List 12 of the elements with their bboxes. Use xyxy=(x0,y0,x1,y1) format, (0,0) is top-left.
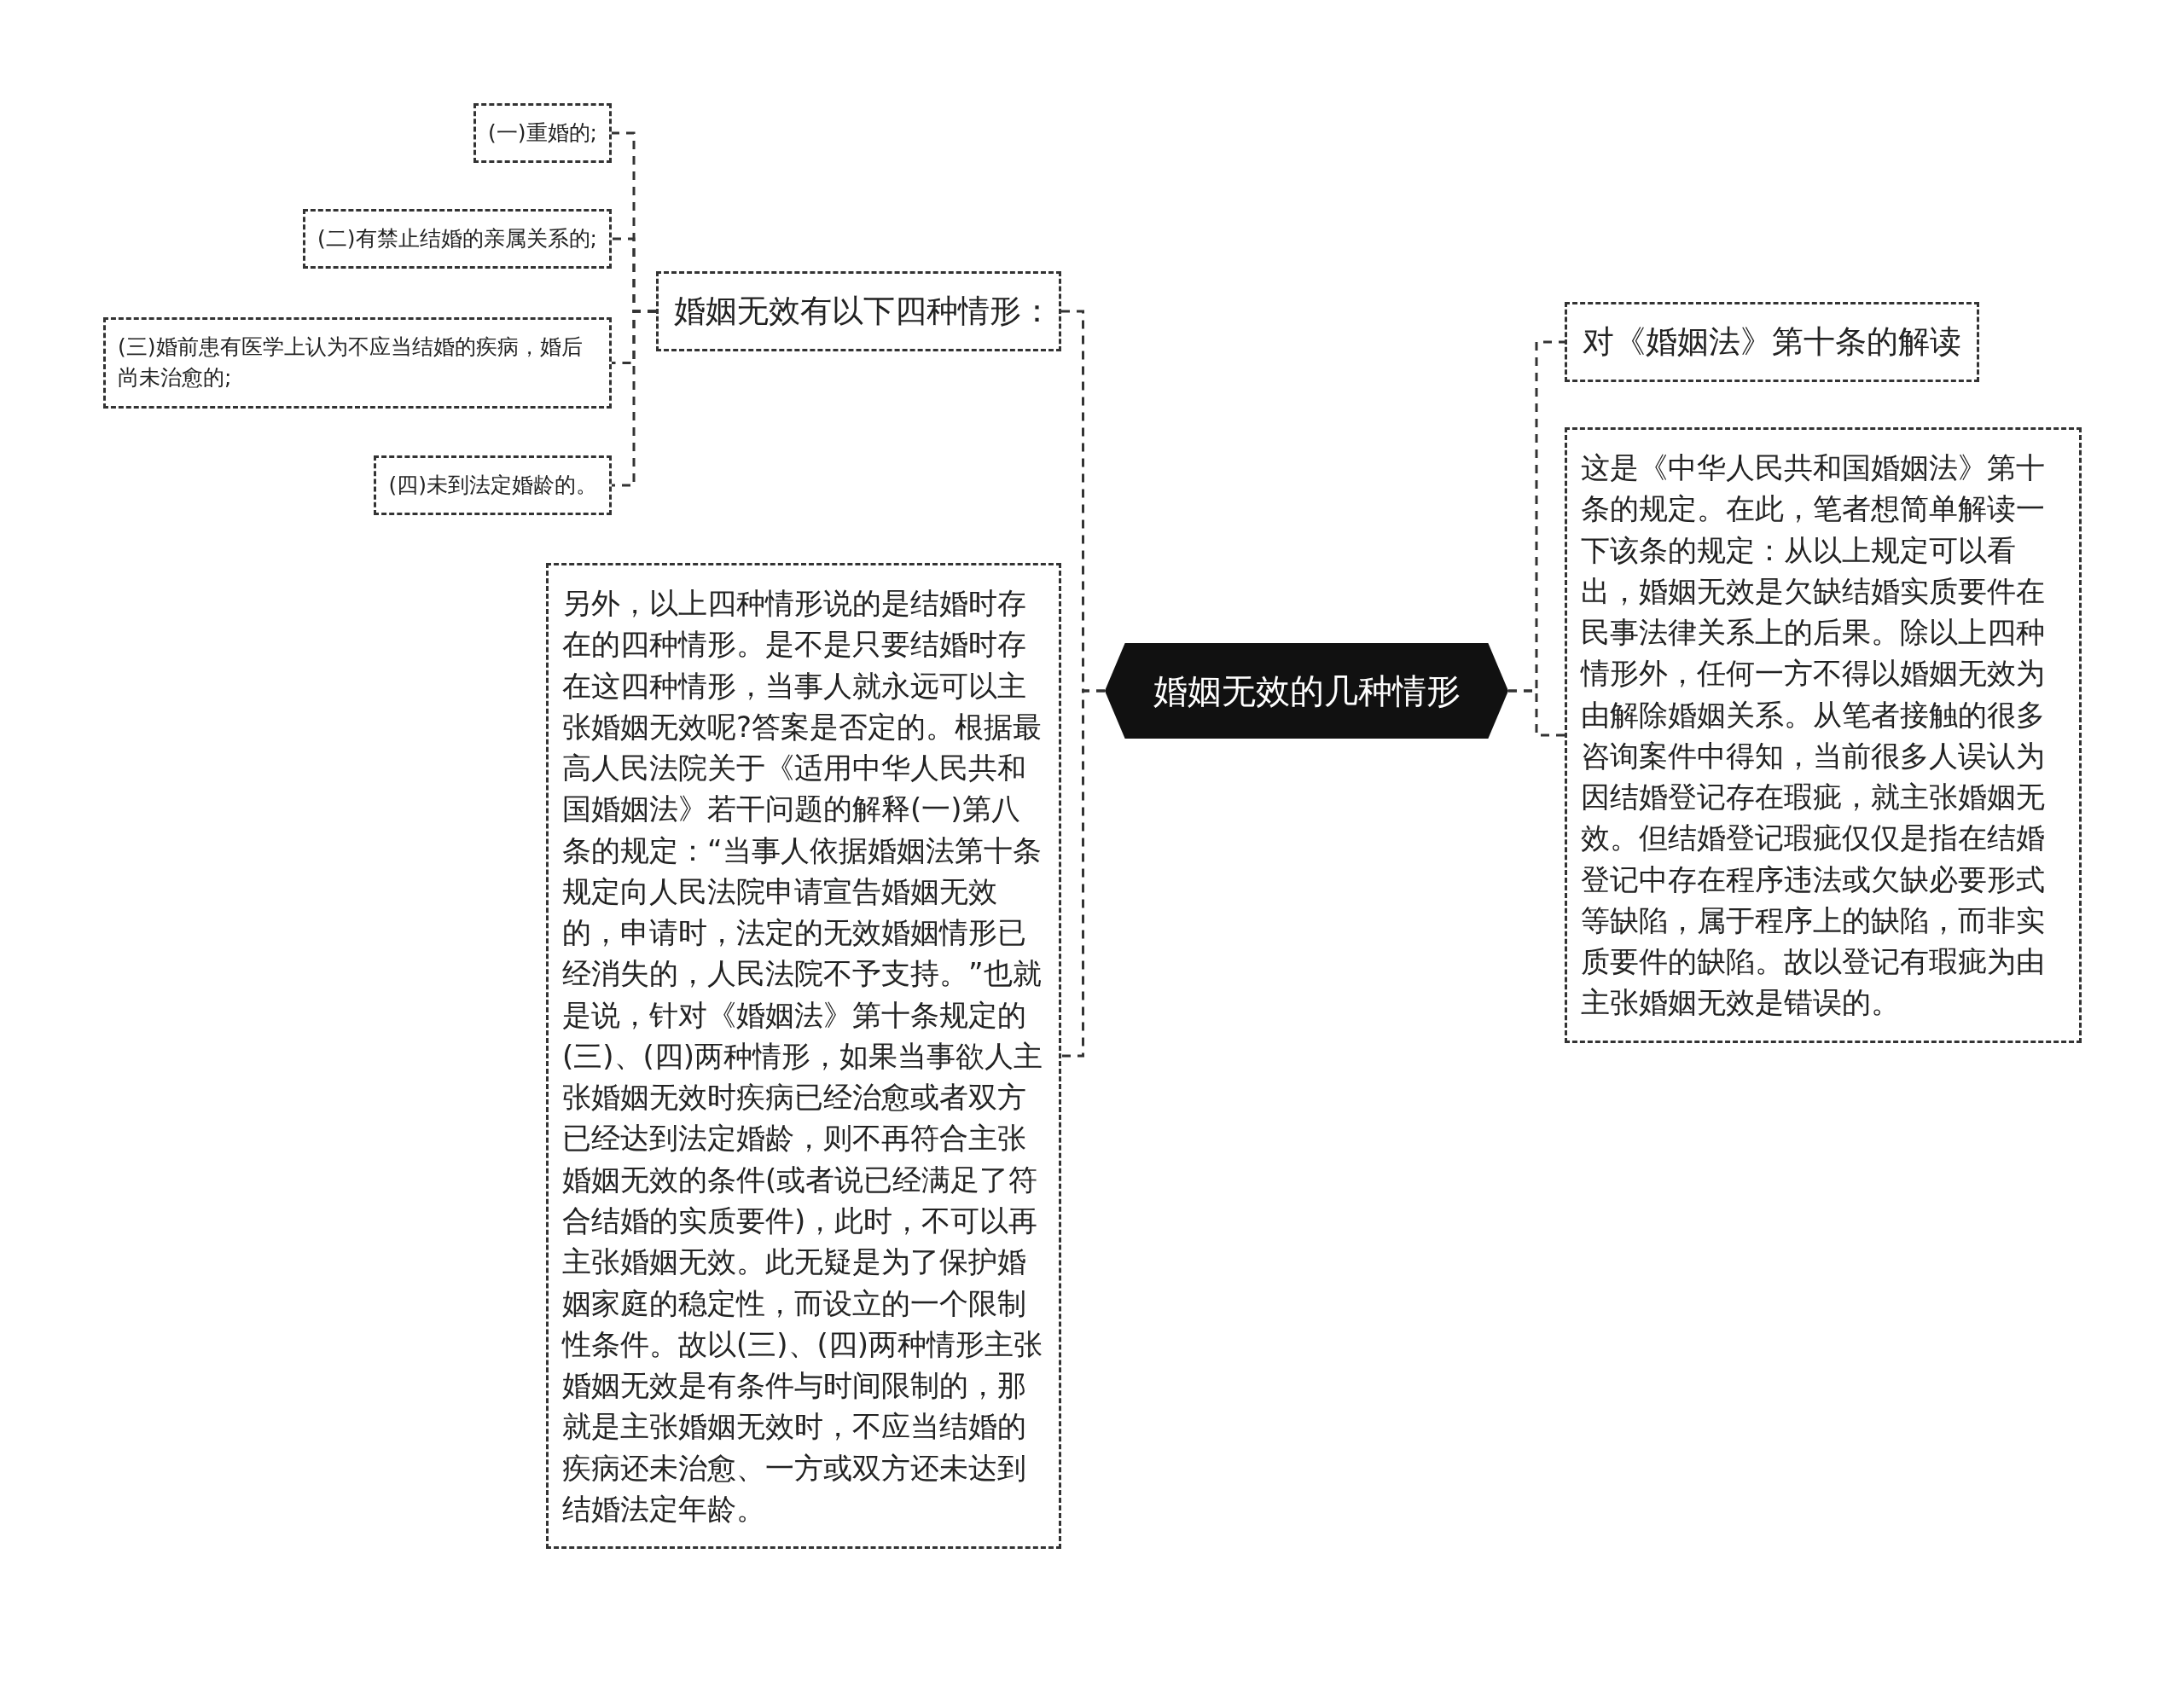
text-card: 另外，以上四种情形说的是结婚时存在的四种情形。是不是只要结婚时存在这四种情形，当事人就永远可以主张婚姻无效呢?答案是否定的。根据最高人民法院关于《适用中华人民共和国婚姻法》若干问题的解释(一)第八条的规定：“当事人依据婚姻法第十条规定向人民法院申请宣告婚姻无效的，申请时，法定的无效婚姻情形已经消失的，人民法院不予支持。”也就是说，针对《婚姻法》第十条规定的(三)、(四)两种情形，如果当事欲人主张婚姻无效时疾病已经治愈或者双方已经达到法定婚龄，则不再符合主张婚姻无效的条件(或者说已经满足了符合结婚的实质要件)，此时，不可以再主张婚姻无效。此无疑是为了保护婚姻家庭的稳定性，而设立的一个限制性条件。故以(三)、(四)两种情形主张婚姻无效是有条件与时间限制的，那就是主张婚姻无效时，不应当结婚的疾病还未治愈、一方或双方还未达到结婚法定年龄。 xyxy=(546,563,1061,1550)
subtopic-box: (三)婚前患有医学上认为不应当结婚的疾病，婚后尚未治愈的; xyxy=(103,317,612,409)
central-topic: 婚姻无效的几种情形 xyxy=(1105,643,1508,739)
subtopic-box: (二)有禁止结婚的亲属关系的; xyxy=(303,209,612,270)
topic-box: 婚姻无效有以下四种情形： xyxy=(656,271,1061,351)
connector xyxy=(612,310,656,487)
text-card: 这是《中华人民共和国婚姻法》第十条的规定。在此，笔者想简单解读一下该条的规定：从以上规定可以看出，婚姻无效是欠缺结婚实质要件在民事法律关系上的后果。除以上四种情形外，任何一方不得以婚姻无效为由解除婚姻关系。从笔者接触的很多咨询案件中得知，当前很多人误认为因结婚登记存在瑕疵，就主张婚姻无效。但结婚登记瑕疵仅仅是指在结婚登记中存在程序违法或欠缺必要形式等缺陷，属于程序上的缺陷，而非实质要件的缺陷。故以登记有瑕疵为由主张婚姻无效是错误的。 xyxy=(1565,427,2082,1043)
connector xyxy=(1061,689,1105,1058)
subtopic-box: (四)未到法定婚龄的。 xyxy=(374,455,612,516)
subtopic-box: (一)重婚的; xyxy=(473,103,612,164)
topic-box: 对《婚姻法》第十条的解读 xyxy=(1565,302,1979,382)
connector xyxy=(1508,689,1565,737)
